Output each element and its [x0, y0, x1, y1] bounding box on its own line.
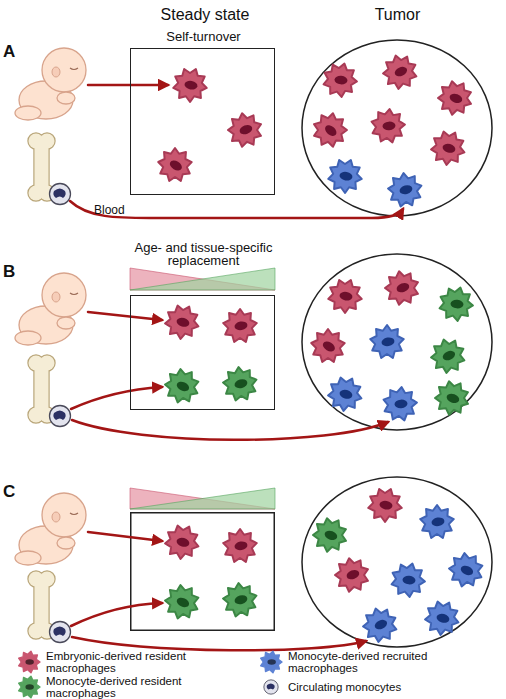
- embryonic-macrophage: [381, 266, 423, 309]
- steady-state-box: Self-turnover: [130, 48, 275, 195]
- origin-arrow: [71, 387, 162, 409]
- monocyte-icon: [50, 184, 71, 205]
- swatch-nucleus: [267, 659, 275, 665]
- panel-letter: B: [3, 262, 23, 281]
- legend-text: Embryonic-derived resident macrophages: [46, 650, 196, 674]
- embryonic-macrophage: [221, 307, 259, 346]
- monocyte-nucleus: [267, 683, 275, 689]
- legend-text: Monocyte-derived resident macrophages: [46, 675, 196, 699]
- embryonic-macrophage: [371, 108, 407, 144]
- tumor-ellipse: [302, 40, 492, 216]
- embryonic-macrophage: [331, 553, 373, 596]
- embryonic-macrophage: [224, 108, 266, 151]
- gradient-bar-red: [130, 488, 275, 509]
- arrow-label: Blood: [94, 203, 139, 217]
- embryonic-macrophage: [306, 324, 351, 369]
- resident-monocyte-macrophage: [220, 363, 261, 404]
- legend-monocyte-icon: [258, 675, 284, 699]
- gradient-bar-green: [130, 488, 275, 509]
- legend-text: Monocyte-derived recruited macrophages: [288, 650, 438, 674]
- panel-letter: A: [3, 42, 23, 61]
- embryonic-macrophage: [378, 50, 422, 94]
- recruited-macrophage: [444, 548, 488, 592]
- embryonic-macrophage: [434, 77, 476, 120]
- recruited-macrophage: [368, 323, 406, 362]
- fetus-icon: [15, 273, 86, 345]
- recruited-macrophage: [325, 374, 366, 415]
- swatch-cell: [261, 651, 282, 673]
- fetus-icon: [15, 48, 86, 120]
- resident-monocyte-macrophage: [431, 377, 473, 420]
- swatch-cell: [19, 651, 40, 673]
- embryonic-macrophage: [323, 62, 359, 98]
- fetus-icon: [15, 493, 86, 565]
- legend-text: Circulating monocytes: [288, 681, 438, 693]
- monocyte-body: [264, 680, 278, 694]
- embryonic-macrophage: [171, 66, 209, 105]
- monocyte-icon: [50, 406, 71, 427]
- embryonic-macrophage: [366, 486, 404, 525]
- legend-swatch: [16, 675, 42, 699]
- column-header: Steady state: [128, 6, 282, 24]
- origin-arrow: [72, 420, 388, 440]
- embryonic-macrophage: [162, 522, 203, 563]
- origin-arrow: [88, 532, 162, 541]
- resident-monocyte-macrophage: [160, 580, 204, 624]
- resident-monocyte-macrophage: [160, 364, 204, 408]
- resident-monocyte-macrophage: [220, 579, 261, 620]
- embryonic-macrophage: [162, 302, 203, 343]
- swatch-cell: [19, 676, 40, 698]
- resident-monocyte-macrophage: [439, 286, 475, 322]
- swatch-nucleus: [25, 684, 33, 690]
- embryonic-macrophage: [428, 128, 469, 169]
- embryonic-macrophage: [326, 277, 364, 316]
- resident-monocyte-macrophage: [309, 514, 351, 557]
- legend-swatch: [16, 650, 42, 674]
- recruited-macrophage: [326, 157, 364, 196]
- monocyte-icon: [50, 622, 71, 643]
- origin-arrows: [70, 85, 403, 650]
- gradient-bar-green: [130, 268, 275, 290]
- recruited-macrophage: [383, 386, 419, 422]
- box-heading: Self-turnover: [131, 30, 276, 43]
- origin-arrow: [71, 603, 162, 626]
- resident-monocyte-macrophage: [426, 334, 470, 378]
- origin-arrow: [70, 201, 403, 218]
- gradient-bar-red: [130, 268, 275, 290]
- origin-arrow: [88, 84, 168, 87]
- steady-state-box: Age- and tissue-specific replacement: [130, 295, 275, 410]
- origin-arrow: [88, 312, 162, 320]
- embryonic-macrophage: [307, 107, 354, 154]
- box-heading: Age- and tissue-specific replacement: [129, 241, 279, 267]
- tumor-ellipse: [302, 477, 492, 647]
- steady-state-box: [131, 513, 275, 631]
- tumor-ellipse: [302, 254, 492, 430]
- panel-letter: C: [3, 482, 23, 501]
- recruited-macrophage: [422, 598, 463, 639]
- recruited-macrophage: [385, 169, 426, 210]
- origin-arrow: [72, 637, 366, 650]
- recruited-macrophage: [391, 562, 427, 598]
- recruited-macrophage: [418, 503, 456, 542]
- legend-swatch: [258, 650, 284, 674]
- embryonic-macrophage: [153, 143, 198, 188]
- column-header: Tumor: [300, 6, 495, 24]
- embryonic-macrophage: [221, 527, 259, 566]
- swatch-nucleus: [25, 659, 33, 665]
